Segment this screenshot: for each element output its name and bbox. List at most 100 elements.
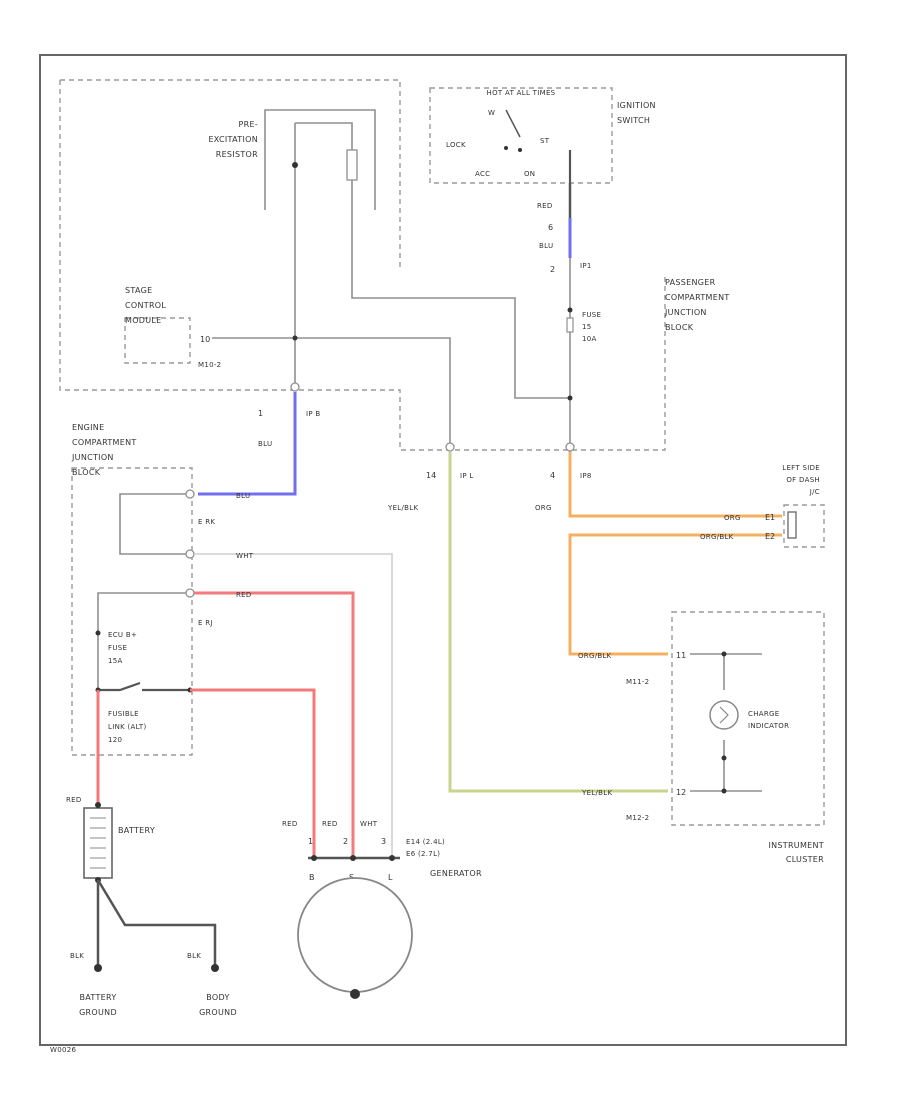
wire-label-org: ORG [535,504,552,512]
org-blk-wire [568,533,782,656]
left-side-dash-jc-box [783,504,825,548]
ignition-switch-arm [505,109,521,138]
wire-label-red-b: RED [236,591,252,599]
switch-pos-lock: LOCK [446,141,466,149]
gen-terminal-b [311,855,317,861]
blu-wire-engine-jb [198,392,297,496]
connector-ipl: IP L [460,472,474,480]
battery-label: BATTERY [118,826,155,835]
switch-pos-w: W [488,109,495,117]
wire-label-yel-blk-b: YEL/BLK [581,789,612,797]
org-wire [568,452,782,518]
fuse-top-junction [567,307,573,313]
battery-positive-terminal [95,802,101,808]
ecu-fuse-label-1: ECU B+ [108,631,137,639]
red-wire-erj [194,591,355,858]
gen-terminal-s [350,855,356,861]
wire-label-blu-b: BLU [236,492,250,500]
passenger-jb-label-3: JUNCTION [664,308,707,317]
battery-ground-label-2: GROUND [79,1008,117,1017]
connector-m11: M11-2 [626,678,649,686]
generator-label: GENERATOR [430,869,482,878]
generator-symbol [297,877,413,993]
cluster-junction-top [721,651,727,657]
connector-erk-b [185,549,195,559]
wire-label-blu-a: BLU [258,440,272,448]
engine-jb-box [71,467,193,756]
wire-label-yel-blk: YEL/BLK [387,504,418,512]
resistor-element [346,149,358,181]
engine-jb-internal-wire [97,592,186,690]
wire-label-red-gen2: RED [322,820,338,828]
fusible-link-label-1: FUSIBLE [108,710,139,718]
connector-m12: M12-2 [626,814,649,822]
connector-erj [185,588,195,598]
switch-pos-on: ON [524,170,535,178]
pin-e1: E1 [765,513,775,522]
pin-ipl: 14 [426,471,436,480]
resistor-leads [294,122,570,399]
generator-note-2: E6 (2.7L) [406,850,440,858]
engine-jb-loop-wire [119,493,186,555]
scm-label-1: STAGE [125,286,152,295]
gen-term-l-label: L [388,873,393,882]
fuse-15a-label-3: 10A [582,335,597,343]
fusible-link-label-2: LINK (ALT) [108,723,146,731]
switch-pos-st: ST [540,137,550,145]
scm-label-2: CONTROL [125,301,166,310]
wire-label-red-batt: RED [66,796,82,804]
diagram-frame [39,54,847,1046]
ecu-fuse-label-2: FUSE [108,644,127,652]
switch-contact-1 [504,146,508,150]
engine-jb-label-4: BLOCK [72,468,101,477]
pin-gen-b: 1 [308,837,313,846]
battery-ground-label-1: BATTERY [79,993,116,1002]
passenger-jb-boundary [59,79,666,451]
switch-pos-acc: ACC [475,170,490,178]
connector-erk-a [185,489,195,499]
connector-ip8-symbol [565,442,575,452]
wht-wire [194,553,393,858]
battery-ground-point [94,964,102,972]
connector-ipb: IP B [306,410,321,418]
pin-ipb: 1 [258,409,263,418]
left-dash-label-1: LEFT SIDE [782,464,820,472]
pre-excitation-resistor-label-1: PRE- [238,120,258,129]
left-dash-label-3: J/C [809,488,820,496]
gen-term-b-label: B [309,873,315,882]
passenger-jb-label-4: BLOCK [665,323,694,332]
connector-erj-label: E RJ [198,619,213,627]
yel-blk-wire [448,452,668,793]
pin-gen-l: 3 [381,837,386,846]
instrument-cluster-label-2: CLUSTER [786,855,824,864]
switch-contact-2 [518,148,522,152]
ground-wires [96,879,217,966]
scm-wire [212,337,451,445]
pin-ip8: 4 [550,471,555,480]
charge-indicator-label-2: INDICATOR [748,722,789,730]
body-ground-label-1: BODY [206,993,229,1002]
red-wire-generator-b [190,688,316,858]
engine-jb-label-3: JUNCTION [71,453,114,462]
wire-label-red: RED [537,202,553,210]
junction-connector-symbol [787,511,797,539]
connector-ipl-symbol [445,442,455,452]
charge-indicator-label-1: CHARGE [748,710,779,718]
wire-label-wht-gen: WHT [360,820,378,828]
fuse-bottom-junction [567,395,573,401]
ignition-switch-label-1: IGNITION [617,101,656,110]
pin-m2: 12 [676,788,686,797]
instrument-cluster-label-1: INSTRUMENT [768,841,824,850]
fuse-15a-label-1: FUSE [582,311,601,319]
body-ground-label-2: GROUND [199,1008,237,1017]
ecu-fuse-label-3: 15A [108,657,123,665]
wire-label-org-blk-b: ORG/BLK [578,652,612,660]
reference-code: W0026 [50,1046,76,1054]
wire-label-org-blk: ORG/BLK [700,533,734,541]
gen-terminal-l [389,855,395,861]
charge-indicator-filament [719,706,729,724]
wire-label-red-gen: RED [282,820,298,828]
wire-label-blk: BLK [70,952,84,960]
body-ground-point [211,964,219,972]
